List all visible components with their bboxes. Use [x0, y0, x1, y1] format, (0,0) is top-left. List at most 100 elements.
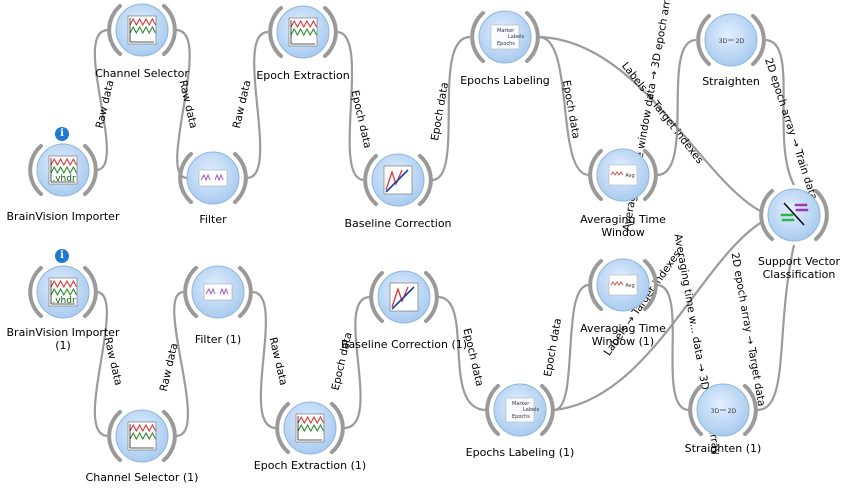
node-label: Support Vector Classification [757, 255, 841, 281]
edge-atw2-st2[interactable] [656, 283, 690, 412]
output-channel-arc[interactable] [323, 6, 338, 58]
node-label: Filter (1) [194, 333, 242, 346]
node-f1[interactable] [178, 151, 248, 205]
node-f2[interactable] [183, 265, 253, 319]
input-channel-arc[interactable] [183, 266, 198, 318]
output-channel-arc[interactable] [162, 410, 177, 462]
node-atw2[interactable]: Avg [588, 258, 658, 312]
output-channel-arc[interactable] [233, 152, 248, 204]
input-channel-arc[interactable] [28, 144, 43, 196]
signal-icon [127, 15, 157, 45]
input-channel-arc[interactable] [688, 384, 703, 436]
input-channel-arc[interactable] [363, 154, 378, 206]
epoch-icon [295, 413, 325, 443]
edge-label: Raw data [177, 79, 200, 130]
output-channel-arc[interactable] [643, 259, 658, 311]
node-bv1[interactable]: .vhdr [28, 143, 98, 197]
output-channel-arc[interactable] [525, 11, 540, 63]
edge-f2-ee2[interactable] [251, 290, 277, 430]
input-channel-arc[interactable] [275, 402, 290, 454]
input-channel-arc[interactable] [588, 149, 603, 201]
output-channel-arc[interactable] [83, 266, 98, 318]
edge-st1-svc[interactable] [764, 38, 795, 186]
input-channel-arc[interactable] [696, 14, 711, 66]
svg-text:Epochs: Epochs [497, 41, 515, 47]
input-channel-arc[interactable] [485, 384, 500, 436]
output-channel-arc[interactable] [238, 266, 253, 318]
svg-text:2D: 2D [736, 38, 745, 45]
info-icon[interactable]: i [55, 249, 69, 263]
node-label: Averaging Time Window (1) [580, 322, 666, 348]
output-channel-arc[interactable] [540, 384, 555, 436]
edge-el1-atw1[interactable] [538, 35, 590, 177]
edge-label: Raw data [94, 79, 117, 130]
edge-bv1-cs1[interactable] [93, 28, 109, 172]
node-label: Channel Selector (1) [85, 471, 199, 484]
node-cs2[interactable] [107, 409, 177, 463]
input-channel-arc[interactable] [588, 259, 603, 311]
node-ee1[interactable] [268, 5, 338, 59]
averaging-icon: Avg [608, 274, 638, 296]
node-label: BrainVision Importer [6, 210, 120, 223]
output-channel-arc[interactable] [330, 402, 345, 454]
edge-ee2-bc2[interactable] [343, 295, 371, 430]
input-channel-arc[interactable] [759, 189, 774, 241]
node-ee2[interactable] [275, 401, 345, 455]
edge-ee1-bc1[interactable] [336, 30, 365, 182]
input-channel-arc[interactable] [470, 11, 485, 63]
edge-st2-svc[interactable] [756, 244, 796, 412]
straighten-icon: 3D 2D [719, 38, 745, 45]
svg-text:2D: 2D [728, 408, 737, 415]
edge-bc1-el1[interactable] [431, 35, 471, 182]
input-channel-arc[interactable] [369, 271, 384, 323]
output-channel-arc[interactable] [424, 271, 439, 323]
svg-text:Marker: Marker [512, 401, 530, 407]
node-atw1[interactable]: Avg [588, 148, 658, 202]
output-channel-arc[interactable] [814, 189, 829, 241]
node-label: Baseline Correction [344, 217, 452, 230]
filter-icon [198, 169, 228, 187]
baseline-icon [383, 165, 413, 195]
svg-text:.vhdr: .vhdr [52, 174, 76, 184]
edge-label: Raw data [231, 79, 254, 130]
input-channel-arc[interactable] [107, 4, 122, 56]
output-channel-arc[interactable] [83, 144, 98, 196]
output-channel-arc[interactable] [743, 384, 758, 436]
node-svc[interactable] [759, 188, 829, 242]
svg-text:3D: 3D [719, 38, 728, 45]
input-channel-arc[interactable] [178, 152, 193, 204]
svg-text:Avg: Avg [625, 283, 634, 289]
input-channel-arc[interactable] [268, 6, 283, 58]
edge-atw1-st1[interactable] [656, 38, 697, 177]
edge-f1-ee1[interactable] [246, 30, 269, 180]
node-cs1[interactable] [107, 3, 177, 57]
edge-el2-svc[interactable] [553, 221, 763, 412]
node-label: Epoch Extraction (1) [253, 459, 367, 472]
edge-cs2-f2[interactable] [173, 290, 189, 438]
edge-bv2-cs2[interactable] [93, 290, 109, 438]
baseline-icon [389, 282, 419, 312]
node-bv2[interactable]: .vhdr [28, 265, 98, 319]
edge-el1-svc[interactable] [538, 35, 763, 213]
node-bc2[interactable] [369, 270, 439, 324]
info-icon[interactable]: i [55, 127, 69, 141]
input-channel-arc[interactable] [28, 266, 43, 318]
output-channel-arc[interactable] [418, 154, 433, 206]
svg-text:Epochs: Epochs [512, 414, 530, 420]
edge-label: Raw data [267, 336, 290, 387]
edge-bc2-el2[interactable] [437, 295, 487, 412]
output-channel-arc[interactable] [643, 149, 658, 201]
node-label: Epochs Labeling [460, 74, 550, 87]
edge-el2-atw2[interactable] [553, 283, 590, 412]
output-channel-arc[interactable] [162, 4, 177, 56]
input-channel-arc[interactable] [107, 410, 122, 462]
node-bc1[interactable] [363, 153, 433, 207]
output-channel-arc[interactable] [751, 14, 766, 66]
node-st1[interactable]: 3D 2D [696, 13, 766, 67]
